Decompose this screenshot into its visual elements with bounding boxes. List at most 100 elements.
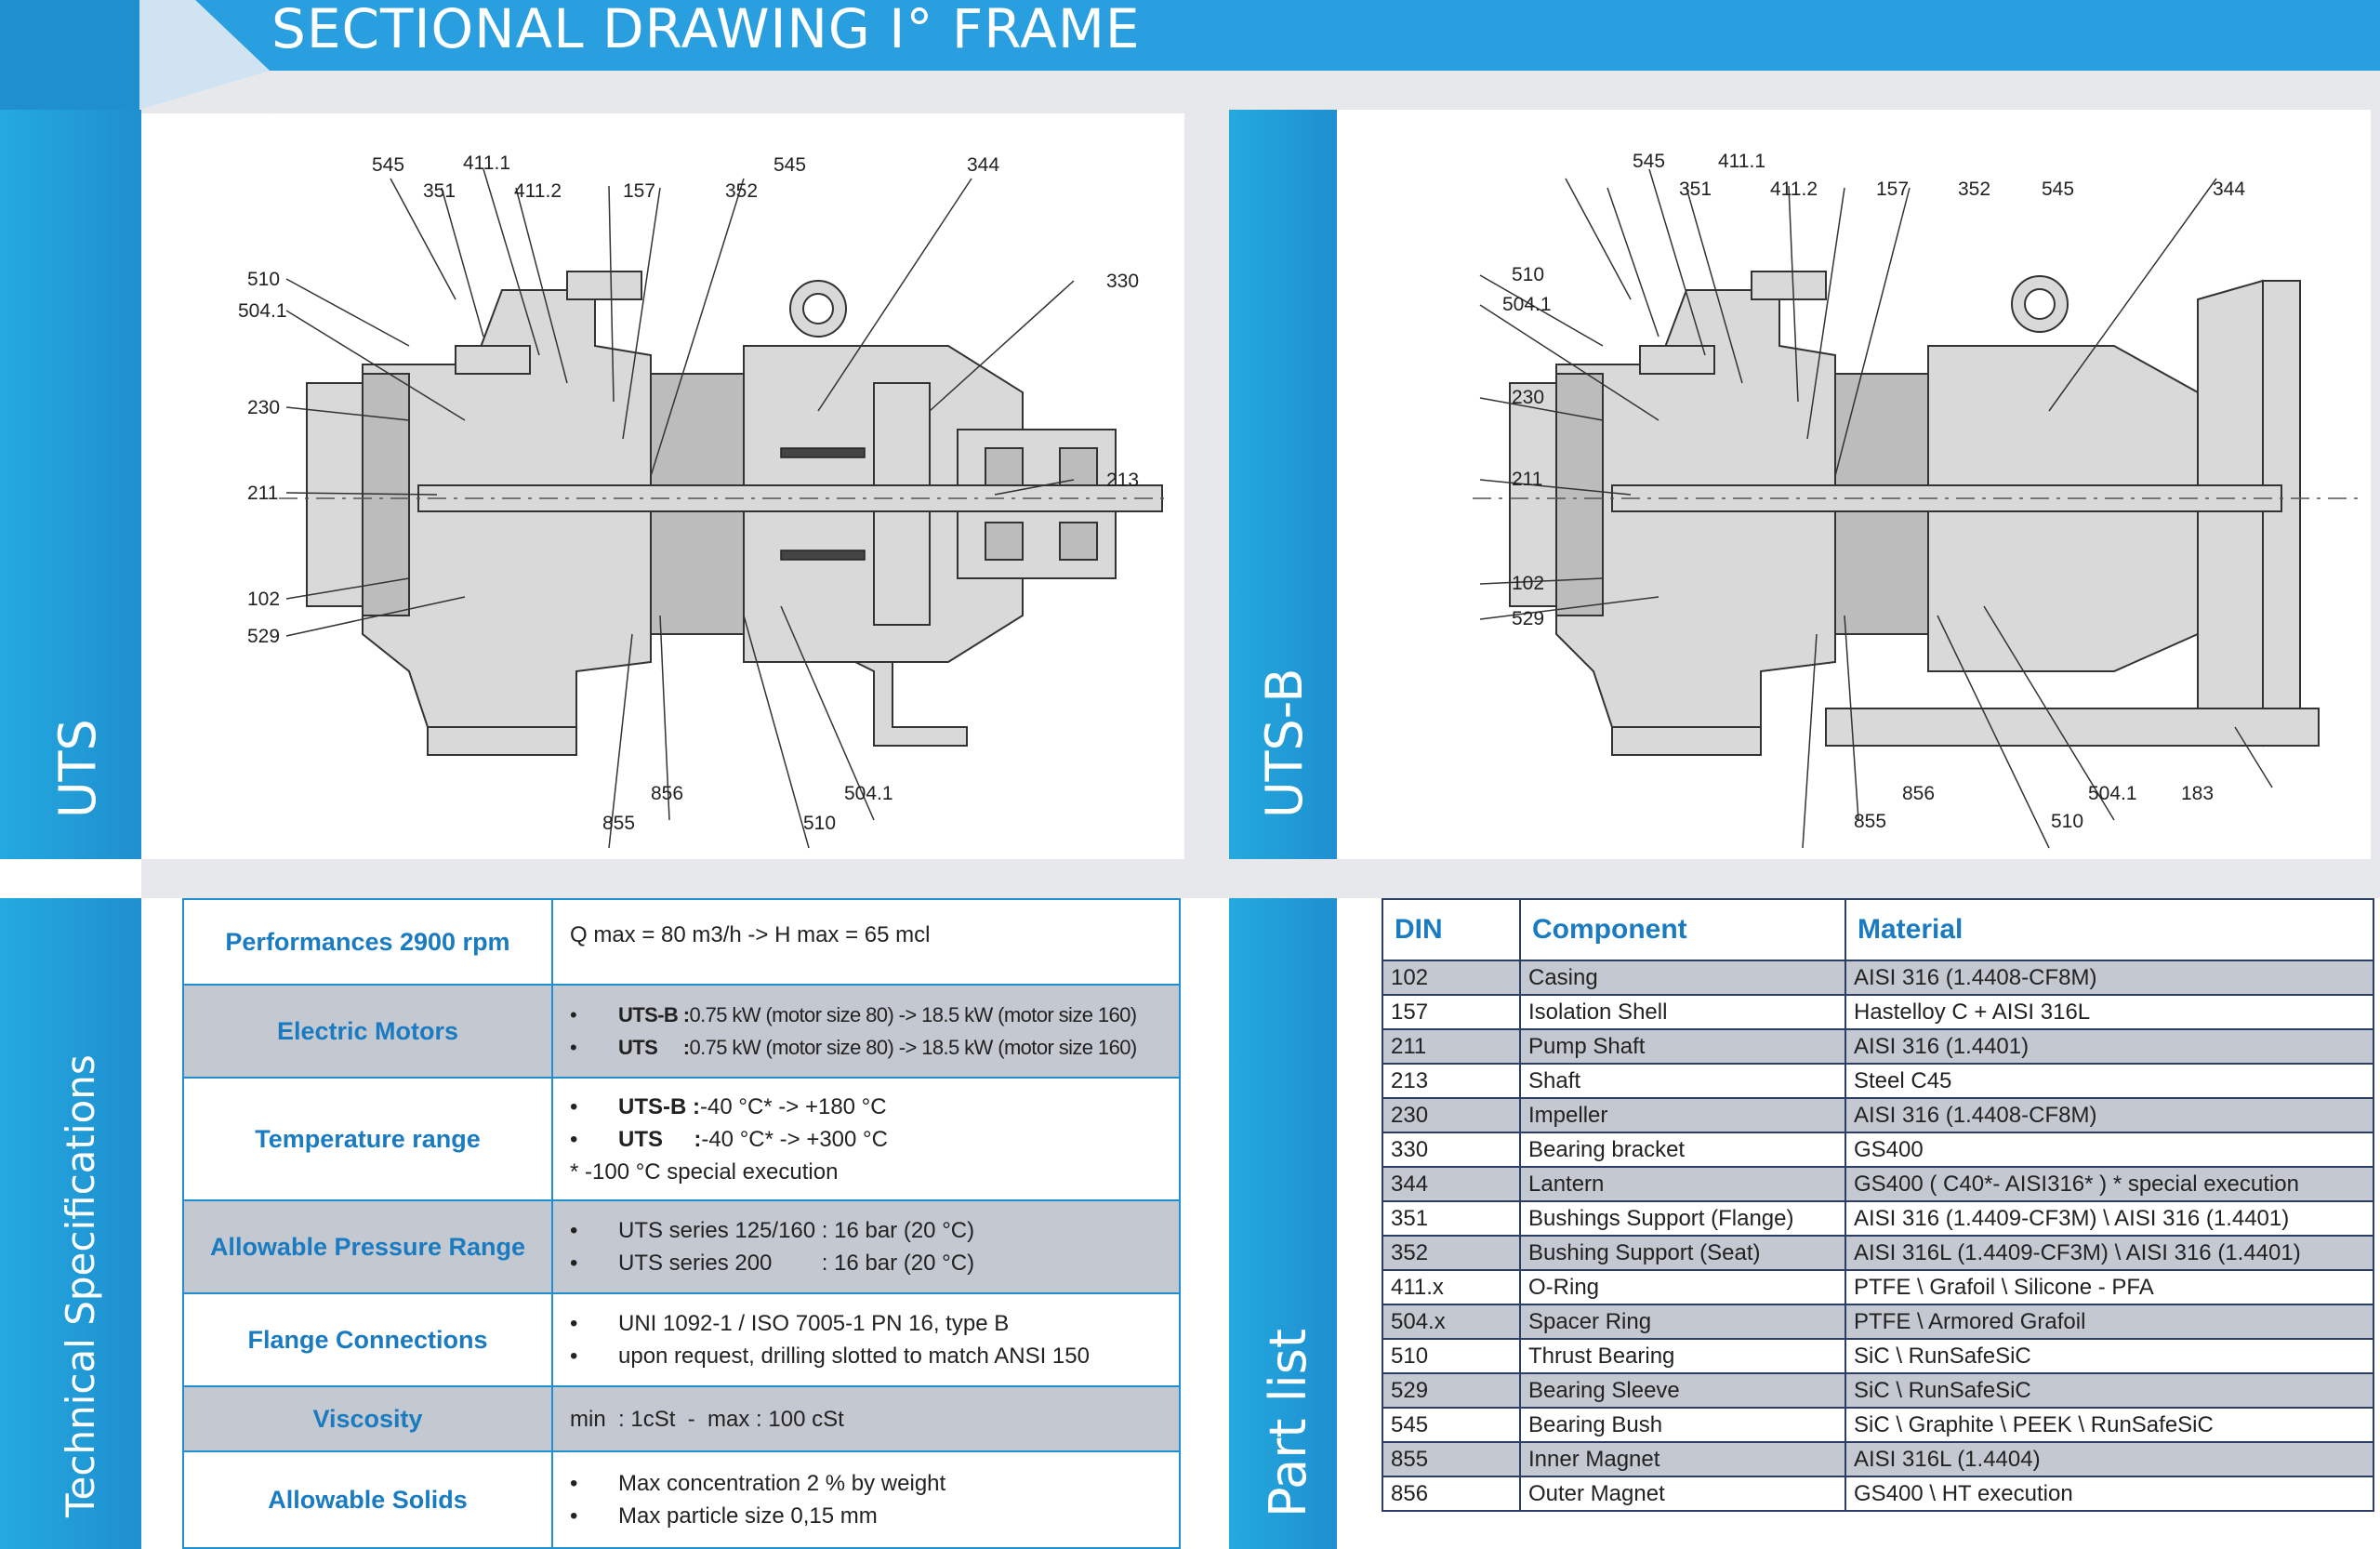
utsb-label-344: 344 xyxy=(2213,179,2245,200)
uts-sectional-drawing xyxy=(279,271,1171,756)
utsb-label-352: 352 xyxy=(1958,179,1990,200)
page-title: SECTIONAL DRAWING I° FRAME xyxy=(271,0,1141,60)
utsb-label-411-2: 411.2 xyxy=(1770,179,1818,200)
uts-label-529: 529 xyxy=(247,626,280,647)
cell-din: 211 xyxy=(1382,1028,1521,1065)
utsb-label-855: 855 xyxy=(1854,811,1886,832)
cell-component: Isolation Shell xyxy=(1519,994,1846,1030)
spec-label: Allowable Solids xyxy=(182,1450,553,1549)
cell-material: SiC \ Graphite \ PEEK \ RunSafeSiC xyxy=(1844,1407,2374,1443)
cell-component: Casing xyxy=(1519,960,1846,996)
uts-label-510b: 510 xyxy=(803,813,836,834)
tech-specs-side-label: Technical Specifications xyxy=(58,1054,103,1517)
header-din: DIN xyxy=(1382,898,1521,961)
spec-label: Viscosity xyxy=(182,1385,553,1452)
cell-component: Outer Magnet xyxy=(1519,1476,1846,1512)
cell-din: 856 xyxy=(1382,1476,1521,1512)
cell-component: O-Ring xyxy=(1519,1269,1846,1305)
cell-material: Hastelloy C + AISI 316L xyxy=(1844,994,2374,1030)
utsb-label-510a: 510 xyxy=(1512,264,1544,285)
spec-row-flange: Flange Connections •UNI 1092-1 / ISO 700… xyxy=(182,1292,1181,1387)
cell-component: Pump Shaft xyxy=(1519,1028,1846,1065)
spec-label: Performances 2900 rpm xyxy=(182,898,553,986)
utsb-label-504-1b: 504.1 xyxy=(2088,783,2137,804)
cell-material: AISI 316 (1.4408-CF8M) xyxy=(1844,960,2374,996)
uts-side-label: UTS xyxy=(48,719,107,818)
utsb-label-411-1: 411.1 xyxy=(1718,151,1765,172)
utsb-label-183: 183 xyxy=(2181,783,2214,804)
cell-din: 102 xyxy=(1382,960,1521,996)
spec-label: Temperature range xyxy=(182,1077,553,1201)
utsb-label-102: 102 xyxy=(1512,573,1544,594)
spec-value: min : 1cSt - max : 100 cSt xyxy=(551,1385,1181,1452)
utsb-label-856: 856 xyxy=(1902,783,1935,804)
spec-label: Allowable Pressure Range xyxy=(182,1199,553,1294)
cell-component: Bearing Sleeve xyxy=(1519,1372,1846,1409)
spec-value: •Max concentration 2 % by weight •Max pa… xyxy=(551,1450,1181,1549)
cell-din: 351 xyxy=(1382,1200,1521,1237)
cell-material: PTFE \ Grafoil \ Silicone - PFA xyxy=(1844,1269,2374,1305)
cell-din: 529 xyxy=(1382,1372,1521,1409)
uts-label-504-1b: 504.1 xyxy=(844,783,893,804)
uts-drawing-panel: 545 411.1 351 411.2 157 352 545 344 510 … xyxy=(186,113,1179,859)
cell-material: GS400 ( C40*- AISI316* ) * special execu… xyxy=(1844,1166,2374,1202)
spec-bullet: •Max concentration 2 % by weight xyxy=(570,1471,946,1496)
spec-bullet: •upon request, drilling slotted to match… xyxy=(570,1344,1090,1369)
separator-right-edge xyxy=(2371,110,2380,898)
cell-material: GS400 \ HT execution xyxy=(1844,1476,2374,1512)
separator-band xyxy=(141,859,2380,898)
uts-label-352: 352 xyxy=(725,180,758,202)
part-list-side-bar xyxy=(1229,898,1337,1549)
uts-label-504-1a: 504.1 xyxy=(238,300,287,322)
spec-bullet: •Max particle size 0,15 mm xyxy=(570,1503,878,1529)
cell-din: 352 xyxy=(1382,1235,1521,1271)
spec-row-pressure: Allowable Pressure Range •UTS series 125… xyxy=(182,1199,1181,1294)
cell-din: 411.x xyxy=(1382,1269,1521,1305)
cell-material: SiC \ RunSafeSiC xyxy=(1844,1372,2374,1409)
header-bar: SECTIONAL DRAWING I° FRAME xyxy=(0,0,2380,110)
utsb-drawing-panel: 545 411.1 351 411.2 157 352 545 344 510 … xyxy=(1380,113,2371,859)
cell-material: AISI 316 (1.4408-CF8M) xyxy=(1844,1097,2374,1133)
cell-din: 855 xyxy=(1382,1441,1521,1477)
cell-material: PTFE \ Armored Grafoil xyxy=(1844,1304,2374,1340)
spec-bullet: •UTS series 200 : 16 bar (20 °C) xyxy=(570,1251,975,1276)
uts-leader-lines: 545 411.1 351 411.2 157 352 545 344 510 … xyxy=(238,152,1139,849)
cell-component: Inner Magnet xyxy=(1519,1441,1846,1477)
uts-label-157: 157 xyxy=(623,180,655,202)
utsb-label-157: 157 xyxy=(1876,179,1909,200)
uts-label-510a: 510 xyxy=(247,269,280,290)
cell-din: 213 xyxy=(1382,1063,1521,1099)
uts-label-855: 855 xyxy=(602,813,635,834)
uts-label-411-1: 411.1 xyxy=(463,152,510,174)
spec-bullet: •UTS-B : 0.75 kW (motor size 80) -> 18.5… xyxy=(570,1003,1137,1026)
spec-row-solids: Allowable Solids •Max concentration 2 % … xyxy=(182,1450,1181,1549)
cell-component: Bearing bracket xyxy=(1519,1132,1846,1168)
separator-top-left xyxy=(141,110,1184,113)
spec-bullet: •UTS : -40 °C* -> +300 °C xyxy=(570,1126,888,1152)
uts-side-bar xyxy=(0,110,141,859)
cell-component: Lantern xyxy=(1519,1166,1846,1202)
cell-component: Bearing Bush xyxy=(1519,1407,1846,1443)
cell-material: AISI 316 (1.4401) xyxy=(1844,1028,2374,1065)
uts-label-213: 213 xyxy=(1106,470,1139,491)
cell-component: Shaft xyxy=(1519,1063,1846,1099)
spec-value: •UTS-B : -40 °C* -> +180 °C •UTS : -40 °… xyxy=(551,1077,1181,1201)
utsb-label-529: 529 xyxy=(1512,608,1544,629)
utsb-side-bar xyxy=(1229,110,1337,859)
cell-din: 344 xyxy=(1382,1166,1521,1202)
uts-label-856: 856 xyxy=(651,783,683,804)
part-list-side-label: Part list xyxy=(1259,1328,1317,1517)
uts-label-330: 330 xyxy=(1106,271,1139,292)
